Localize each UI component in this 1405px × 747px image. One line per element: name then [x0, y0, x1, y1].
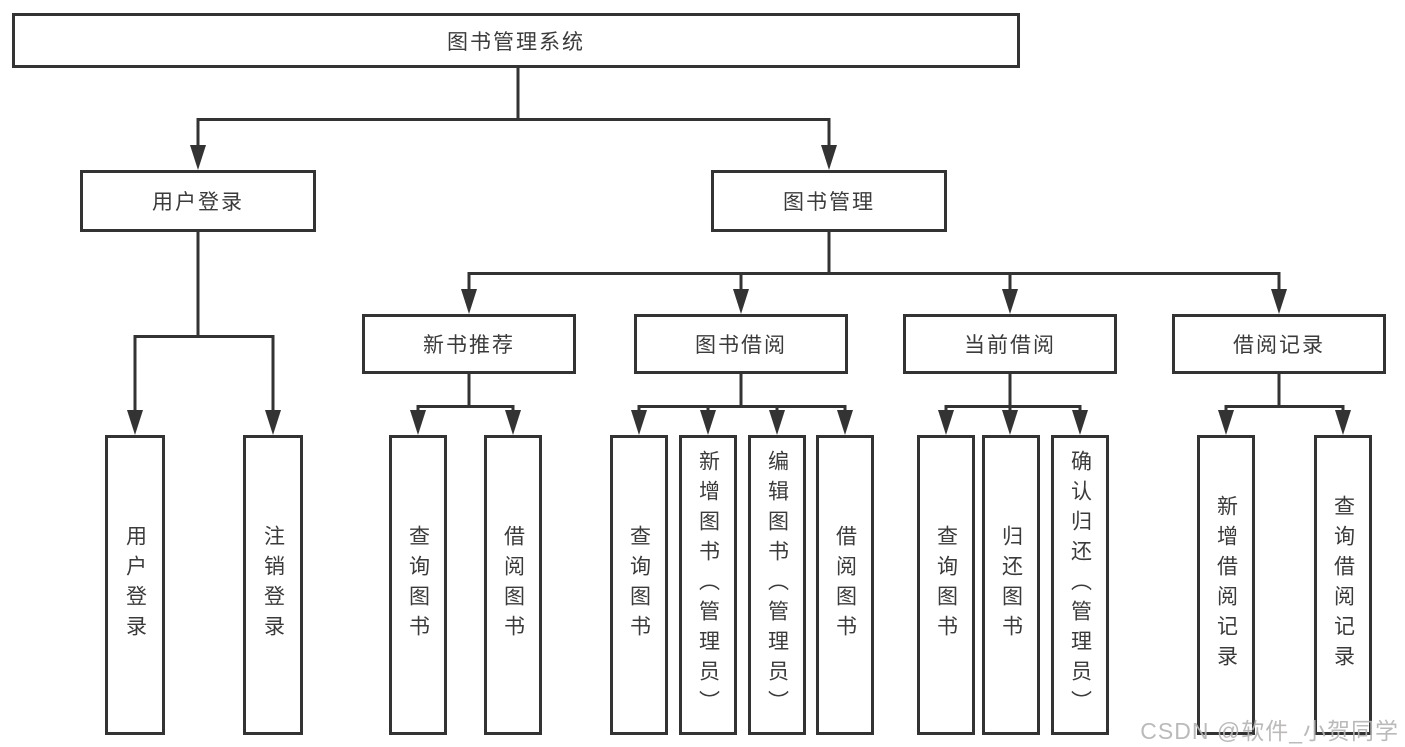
node-label: 用户登录	[123, 525, 147, 645]
node-borrow-records: 借阅记录	[1172, 314, 1386, 374]
arrowhead-icon	[1072, 410, 1088, 435]
arrowhead-icon	[821, 145, 837, 170]
node-label: 新增借阅记录	[1214, 495, 1238, 675]
node-label: 新增图书（管理员）	[696, 450, 720, 720]
connector-line	[133, 335, 275, 411]
node-label: 借阅图书	[501, 525, 525, 645]
connector-line	[637, 405, 847, 412]
arrowhead-icon	[631, 410, 647, 435]
arrowhead-icon	[1335, 410, 1351, 435]
connector-borrow-records-to-leaves	[1218, 373, 1351, 435]
watermark: CSDN @软件_小贺同学	[1140, 718, 1399, 744]
node-book-management: 图书管理	[711, 170, 947, 232]
arrowhead-icon	[837, 410, 853, 435]
node-user-login-action: 用户登录	[105, 435, 165, 735]
node-logout: 注销登录	[243, 435, 303, 735]
node-query-borrow-record: 查询借阅记录	[1314, 435, 1372, 735]
connector-user-login-to-leaves	[127, 231, 281, 435]
connector-line	[1224, 405, 1345, 412]
node-current-borrow: 当前借阅	[903, 314, 1117, 374]
node-label: 图书管理系统	[447, 30, 585, 54]
connector-book-borrow-to-leaves	[631, 373, 853, 435]
node-label: 借阅记录	[1233, 334, 1325, 357]
connector-line	[196, 118, 831, 150]
node-label: 确认归还（管理员）	[1068, 450, 1092, 720]
connector-new-book-recommend-to-leaves	[410, 373, 521, 435]
node-new-book-recommend: 新书推荐	[362, 314, 576, 374]
node-borrow-books-2: 借阅图书	[816, 435, 874, 735]
arrowhead-icon	[1271, 289, 1287, 314]
node-library-management-system: 图书管理系统	[12, 13, 1020, 68]
arrowhead-icon	[1002, 410, 1018, 435]
arrowhead-icon	[190, 145, 206, 170]
node-label: 新书推荐	[423, 334, 515, 357]
node-query-books-3: 查询图书	[917, 435, 975, 735]
node-user-login: 用户登录	[80, 170, 316, 232]
arrowhead-icon	[265, 410, 281, 435]
arrowhead-icon	[505, 410, 521, 435]
node-label: 查询图书	[934, 525, 958, 645]
connector-root-to-level2	[190, 67, 837, 170]
arrowhead-icon	[127, 410, 143, 435]
arrowhead-icon	[938, 410, 954, 435]
arrowhead-icon	[1218, 410, 1234, 435]
connector-current-borrow-to-leaves	[938, 373, 1088, 435]
node-label: 用户登录	[152, 191, 244, 214]
node-label: 归还图书	[999, 525, 1023, 645]
node-label: 编辑图书（管理员）	[765, 450, 789, 720]
arrowhead-icon	[410, 410, 426, 435]
node-confirm-return-admin: 确认归还（管理员）	[1051, 435, 1109, 735]
node-query-books-1: 查询图书	[389, 435, 447, 735]
arrowhead-icon	[461, 289, 477, 314]
connector-book-management-to-level3	[461, 231, 1287, 314]
node-label: 图书借阅	[695, 334, 787, 357]
connector-line	[416, 405, 515, 412]
node-label: 当前借阅	[964, 334, 1056, 357]
node-label: 查询图书	[406, 525, 430, 645]
node-label: 查询图书	[627, 525, 651, 645]
node-label: 借阅图书	[833, 525, 857, 645]
node-borrow-books-1: 借阅图书	[484, 435, 542, 735]
node-label: 图书管理	[783, 191, 875, 214]
connector-line	[467, 272, 1281, 292]
node-label: 查询借阅记录	[1331, 495, 1355, 675]
node-label: 注销登录	[261, 525, 285, 645]
node-return-books: 归还图书	[982, 435, 1040, 735]
arrowhead-icon	[769, 410, 785, 435]
node-query-books-2: 查询图书	[610, 435, 668, 735]
node-add-borrow-record: 新增借阅记录	[1197, 435, 1255, 735]
node-edit-books-admin: 编辑图书（管理员）	[748, 435, 806, 735]
arrowhead-icon	[1002, 289, 1018, 314]
node-add-books-admin: 新增图书（管理员）	[679, 435, 737, 735]
arrowhead-icon	[700, 410, 716, 435]
node-book-borrow: 图书借阅	[634, 314, 848, 374]
connector-line	[944, 405, 1082, 412]
arrowhead-icon	[733, 289, 749, 314]
